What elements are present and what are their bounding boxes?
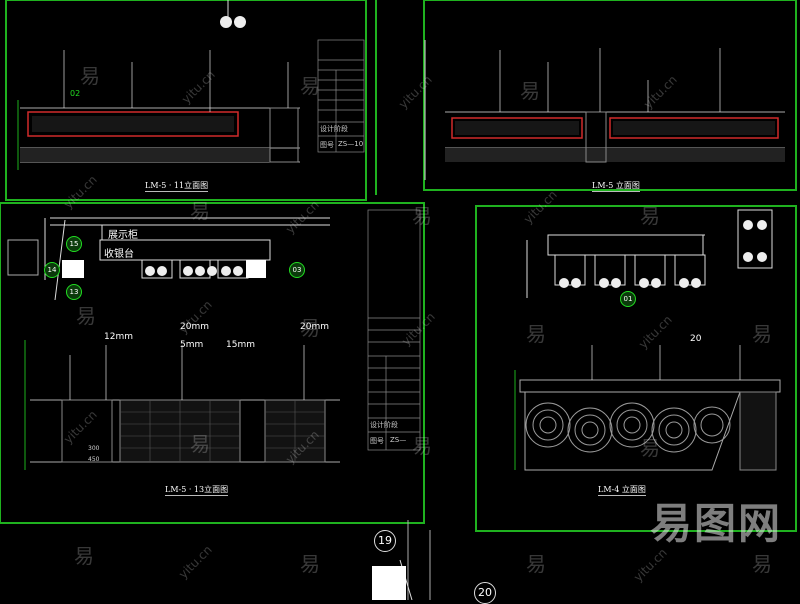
watermark-cn: 易 bbox=[752, 322, 772, 346]
detail-bubble-01: 01 bbox=[620, 291, 636, 307]
note-15mm: 15mm bbox=[226, 340, 255, 350]
note-5mm: 5mm bbox=[180, 340, 204, 350]
elevation-right bbox=[514, 345, 781, 471]
drawing-no-top: ZS—10 bbox=[338, 140, 364, 148]
detail-bubble-03: 03 bbox=[289, 262, 305, 278]
label-cashier-counter: 收银台 bbox=[104, 249, 134, 260]
detail-bubble-19: 19 bbox=[374, 530, 396, 552]
note-12mm: 12mm bbox=[104, 332, 133, 342]
watermark-cn: 易 bbox=[190, 432, 210, 456]
elevation-middle-left bbox=[24, 340, 340, 470]
detail-bubble-13: 13 bbox=[66, 284, 82, 300]
caption-top-left: LM-5 · 11立面图 bbox=[145, 181, 209, 192]
watermark-cn: 易 bbox=[300, 552, 320, 576]
watermark-logo: 易图网 bbox=[649, 499, 782, 548]
plan-right bbox=[526, 209, 773, 298]
watermark-cn: 易 bbox=[526, 552, 546, 576]
panel-frames bbox=[0, 0, 797, 532]
title-block-top bbox=[317, 39, 365, 153]
design-stage-label-top: 设计阶段 bbox=[320, 125, 348, 133]
note-20mm-b: 20mm bbox=[300, 322, 329, 332]
caption-middle-left: LM-5 · 13立面图 bbox=[165, 485, 229, 496]
title-block-middle bbox=[367, 209, 421, 451]
watermark-cn: 易 bbox=[640, 204, 660, 228]
dimension-300: 300 bbox=[88, 445, 100, 452]
watermark-cn: 易 bbox=[752, 552, 772, 576]
detail-bubble-14: 14 bbox=[44, 262, 60, 278]
note-20-right: 20 bbox=[690, 334, 702, 344]
drawing-no-label-middle: 图号 bbox=[370, 437, 384, 445]
detail-tag-02: 02 bbox=[70, 89, 81, 98]
detail-bubble-20: 20 bbox=[474, 582, 496, 604]
watermark-cn: 易 bbox=[526, 322, 546, 346]
watermark-cn: 易 bbox=[80, 64, 100, 88]
caption-top-right: LM-5 立面图 bbox=[592, 181, 640, 192]
drawing-no-label-top: 图号 bbox=[320, 141, 334, 149]
watermark-cn: 易 bbox=[300, 316, 320, 340]
bottom-area bbox=[372, 520, 431, 600]
watermark-cn: 易 bbox=[190, 199, 210, 223]
watermark-cn: 易 bbox=[640, 436, 660, 460]
watermark-cn: 易 bbox=[520, 79, 540, 103]
detail-bubble-15: 15 bbox=[66, 236, 82, 252]
watermark-cn: 易 bbox=[300, 74, 320, 98]
note-20mm-a: 20mm bbox=[180, 322, 209, 332]
caption-right: LM-4 立面图 bbox=[598, 485, 646, 496]
watermark-cn: 易 bbox=[74, 544, 94, 568]
label-display-cabinet: 展示柜 bbox=[108, 230, 138, 241]
watermark-cn: 易 bbox=[76, 304, 96, 328]
elevation-top-right bbox=[424, 40, 785, 180]
plan-middle-left bbox=[7, 217, 330, 301]
dimension-450: 450 bbox=[88, 456, 100, 463]
elevation-top-left bbox=[17, 0, 300, 170]
drawing-no-middle: ZS— bbox=[390, 436, 407, 444]
design-stage-label-middle: 设计阶段 bbox=[370, 421, 398, 429]
watermark-cn: 易 bbox=[412, 204, 432, 228]
watermark-cn: 易 bbox=[412, 434, 432, 458]
